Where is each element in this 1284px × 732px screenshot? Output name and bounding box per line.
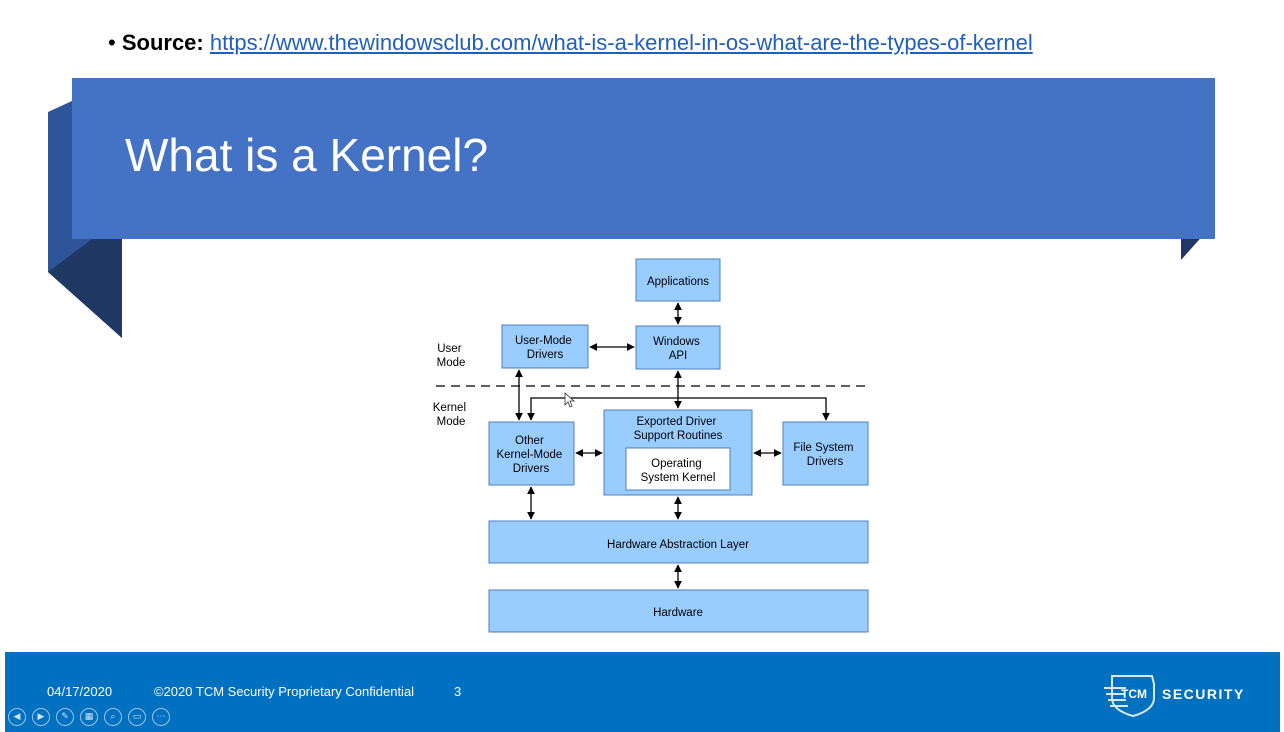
user-mode-drivers-box <box>501 324 589 369</box>
slides-icon[interactable]: ▦ <box>80 708 98 726</box>
windows-api-label: Windows API <box>653 336 703 362</box>
applications-box <box>635 258 721 302</box>
kernel-mode-label: Kernel Mode <box>433 402 469 428</box>
footer-copyright: ©2020 TCM Security Proprietary Confident… <box>154 684 415 699</box>
other-drivers-label: Other Kernel-Mode Drivers <box>496 435 565 475</box>
user-mode-drivers-label: User-Mode Drivers <box>515 335 575 361</box>
prev-icon[interactable]: ◀ <box>8 708 26 726</box>
other-drivers-box <box>488 421 575 486</box>
os-kernel-label: Operating System Kernel <box>641 458 716 484</box>
user-mode-label: User Mode <box>437 343 466 369</box>
exported-driver-label: Exported Driver Support Routines <box>634 416 723 442</box>
title-banner <box>72 78 1215 239</box>
zoom-icon[interactable]: ⌕ <box>104 708 122 726</box>
svg-text:TCM: TCM <box>1121 687 1147 701</box>
hardware-label: Hardware <box>653 607 703 619</box>
next-icon[interactable]: ▶ <box>32 708 50 726</box>
applications-label: Applications <box>647 276 709 288</box>
footer-date: 04/17/2020 <box>47 684 113 699</box>
file-system-drivers-box <box>782 421 869 486</box>
source-link[interactable]: https://www.thewindowsclub.com/what-is-a… <box>209 30 1033 55</box>
windows-api-box <box>635 325 721 370</box>
more-icon[interactable]: ⋯ <box>152 708 170 726</box>
hal-label: Hardware Abstraction Layer <box>607 539 749 551</box>
footer-bar <box>5 652 1280 732</box>
pen-icon[interactable]: ✎ <box>56 708 74 726</box>
file-system-drivers-label: File System Drivers <box>793 442 856 468</box>
hal-box <box>488 520 869 564</box>
footer-page-number: 3 <box>454 684 462 699</box>
slide-title: What is a Kernel? <box>125 129 489 181</box>
os-kernel-box <box>625 447 731 491</box>
arrow-bus <box>527 397 830 421</box>
logo-security-text: SECURITY <box>1162 686 1245 702</box>
source-label: Source: <box>121 30 204 55</box>
banner-fold-left-shadow <box>48 239 122 338</box>
mouse-cursor-icon <box>564 392 576 408</box>
presenter-nav: ◀ ▶ ✎ ▦ ⌕ ▭ ⋯ <box>8 708 170 726</box>
tcm-logo-icon: TCM <box>1104 675 1155 718</box>
kernel-architecture-diagram: Applications Windows API User-Mode Drive… <box>433 258 870 633</box>
source-line: • Source: https://www.thewindowsclub.com… <box>108 30 1033 55</box>
subtitle-icon[interactable]: ▭ <box>128 708 146 726</box>
hardware-box <box>488 589 869 633</box>
